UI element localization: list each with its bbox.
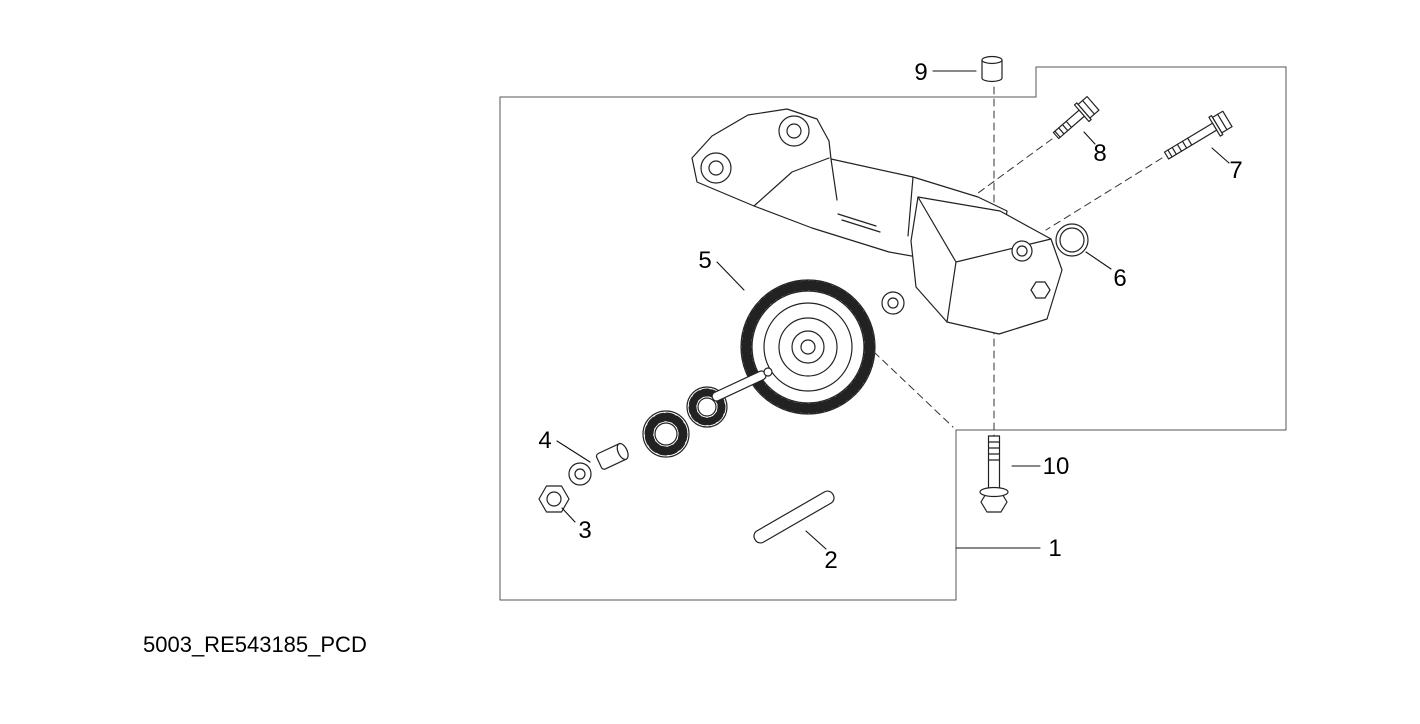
- bracket-ear-hole-top: [778, 115, 810, 147]
- callout-5: 5: [698, 247, 711, 274]
- dowel-pin: [753, 490, 835, 544]
- callout-2: 2: [824, 547, 837, 574]
- gerotor-rotor-outer: [642, 410, 690, 458]
- leader-lines: [556, 70, 1230, 550]
- bolt-long: [1163, 110, 1233, 160]
- flange-bolt: [979, 435, 1009, 513]
- callout-9: 9: [914, 59, 927, 86]
- callout-3: 3: [578, 517, 591, 544]
- leader-6: [1085, 251, 1112, 270]
- pump-port: [1011, 240, 1033, 262]
- axis-line-bolt8: [962, 138, 1053, 205]
- figure-caption: 5003_RE543185_PCD: [143, 632, 367, 657]
- pump-hex-plug: [1030, 281, 1051, 299]
- leader-5: [716, 261, 745, 291]
- bracket-stamp-marks: [837, 213, 881, 233]
- callout-6: 6: [1113, 265, 1126, 292]
- leader-8: [1083, 131, 1096, 145]
- hex-nut: [538, 485, 570, 513]
- leader-2: [805, 530, 827, 550]
- callout-labels: 1 2 3 4 5 6 7 8 9 10: [538, 59, 1242, 574]
- assembly-boundary-outline: [499, 66, 1287, 601]
- bracket-ear-hole-left: [700, 152, 732, 184]
- drive-gear: [740, 279, 876, 415]
- o-ring: [1055, 223, 1089, 257]
- callout-8: 8: [1093, 140, 1106, 167]
- spacer-bushing: [595, 442, 629, 470]
- leader-7: [1211, 147, 1230, 164]
- callout-1: 1: [1048, 535, 1061, 562]
- callout-10: 10: [1043, 453, 1070, 480]
- axis-line-gear-shaft: [873, 351, 954, 428]
- leader-3: [561, 507, 576, 523]
- axis-line-bolt7: [1045, 157, 1163, 231]
- pump-drive-shaft: [711, 367, 773, 402]
- oil-pump-body: [881, 196, 1063, 335]
- pump-mount-boss: [881, 291, 905, 315]
- callout-7: 7: [1229, 157, 1242, 184]
- callout-4: 4: [538, 427, 551, 454]
- bolt-short: [1052, 95, 1100, 140]
- leader-4: [556, 440, 591, 463]
- washer: [568, 462, 592, 486]
- cup-plug: [981, 55, 1003, 83]
